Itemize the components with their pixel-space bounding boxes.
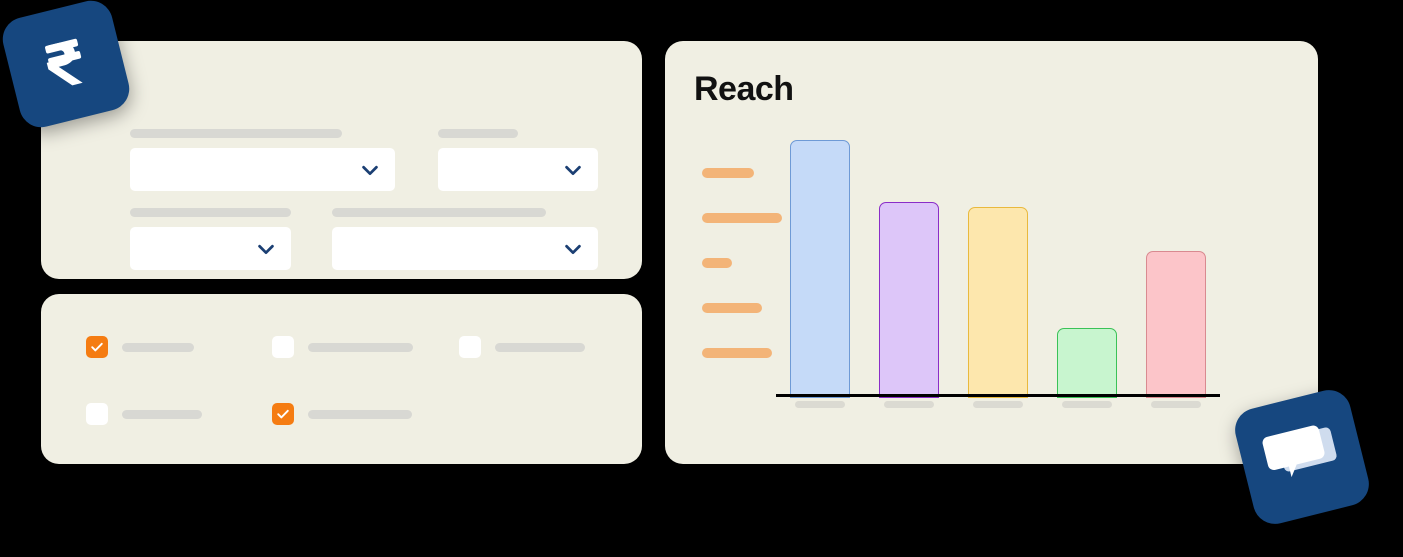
checkmark-icon (91, 342, 103, 352)
checkbox-item-4[interactable] (86, 403, 202, 425)
checkbox-checked-icon[interactable] (272, 403, 294, 425)
form-card (41, 41, 642, 279)
rupee-app-icon[interactable] (0, 0, 134, 132)
chat-app-icon[interactable] (1230, 385, 1374, 529)
checkbox-item-2-label (308, 342, 413, 352)
checkbox-unchecked-icon[interactable] (272, 336, 294, 358)
chart-bar[interactable] (967, 207, 1028, 398)
legend-entry-4 (702, 303, 762, 313)
checkmark-icon (277, 409, 289, 419)
checkbox-checked-icon[interactable] (86, 336, 108, 358)
rupee-icon (45, 38, 83, 86)
chart-bar[interactable] (1056, 328, 1117, 398)
chart-x-tick-label (884, 401, 935, 408)
form-field-2 (438, 129, 598, 191)
chart-x-tick-label (1061, 401, 1112, 408)
checkbox-item-2[interactable] (272, 336, 413, 358)
chevron-down-icon (258, 244, 274, 254)
bar-slot (865, 140, 954, 398)
form-field-1-select[interactable] (130, 148, 395, 191)
chart-bar[interactable] (1145, 250, 1206, 398)
legend-entry-5 (702, 348, 772, 358)
form-field-3-label (130, 208, 291, 217)
form-field-4-label (332, 208, 546, 217)
form-field-4 (332, 208, 598, 270)
legend-entry-1 (702, 168, 754, 178)
legend-entry-2 (702, 213, 782, 223)
chevron-down-icon (362, 165, 378, 175)
legend-entry-3 (702, 258, 732, 268)
chart-bar[interactable] (879, 201, 940, 398)
chart-x-tick-label (795, 401, 846, 408)
chart-x-tick-label (1150, 401, 1201, 408)
tick-slot (1131, 401, 1220, 408)
chart-x-tick-label (972, 401, 1023, 408)
form-field-2-label (438, 129, 518, 138)
chevron-down-icon (565, 244, 581, 254)
bar-slot (776, 140, 865, 398)
form-field-2-select[interactable] (438, 148, 598, 191)
form-field-3 (130, 208, 291, 270)
tick-slot (954, 401, 1043, 408)
chart-bar[interactable] (790, 140, 851, 398)
form-field-3-select[interactable] (130, 227, 291, 270)
form-field-4-select[interactable] (332, 227, 598, 270)
tick-slot (776, 401, 865, 408)
tick-slot (1042, 401, 1131, 408)
checkbox-item-3[interactable] (459, 336, 585, 358)
chart-plot-area (776, 140, 1220, 398)
bar-slot (1042, 140, 1131, 398)
checkbox-item-1[interactable] (86, 336, 194, 358)
chart-x-axis (776, 394, 1220, 397)
chart-x-tick-labels (776, 401, 1220, 408)
checkbox-unchecked-icon[interactable] (459, 336, 481, 358)
chart-legend (702, 168, 802, 358)
bar-slot (954, 140, 1043, 398)
form-field-1 (130, 129, 395, 191)
chevron-down-icon (565, 165, 581, 175)
page-title: Reach (694, 70, 794, 108)
checkbox-item-4-label (122, 409, 202, 419)
checkbox-item-5[interactable] (272, 403, 412, 425)
checkbox-unchecked-icon[interactable] (86, 403, 108, 425)
checkbox-item-1-label (122, 342, 194, 352)
chat-bubble-icon (1262, 425, 1337, 478)
checkbox-item-5-label (308, 409, 412, 419)
form-field-1-label (130, 129, 342, 138)
bar-series (776, 140, 1220, 398)
checkbox-card (41, 294, 642, 464)
checkbox-item-3-label (495, 342, 585, 352)
form-grid (41, 41, 642, 279)
tick-slot (865, 401, 954, 408)
bar-slot (1131, 140, 1220, 398)
